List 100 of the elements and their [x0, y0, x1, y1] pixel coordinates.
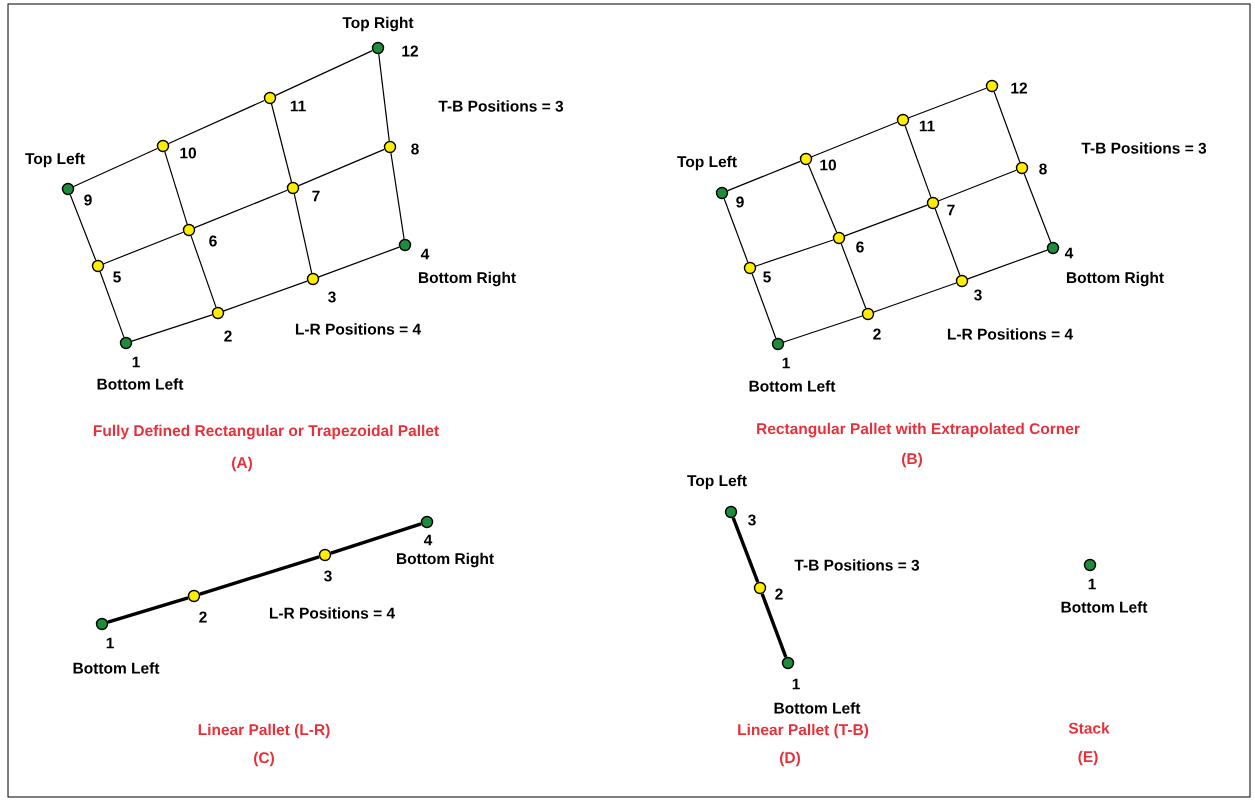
corner-label: Top Right	[342, 16, 414, 32]
grid-line	[938, 169, 1017, 202]
point-number: 2	[199, 611, 207, 623]
grid-line	[731, 517, 760, 583]
point-number: 10	[820, 159, 836, 171]
grid-line	[270, 103, 293, 183]
grid-line	[1023, 173, 1052, 243]
point-marker	[306, 272, 320, 286]
point-marker	[119, 336, 133, 350]
grid-line	[783, 315, 863, 343]
point-number: 8	[1039, 163, 1047, 175]
grid-line	[807, 164, 838, 233]
point-number: 7	[312, 190, 320, 202]
count-label: T-B Positions = 3	[438, 100, 564, 112]
grid-line	[103, 231, 184, 265]
corner-label: Bottom Left	[97, 378, 184, 390]
point-number: 4	[420, 248, 430, 260]
count-label: T-B Positions = 3	[1081, 142, 1207, 154]
point-marker	[861, 307, 875, 321]
corner-label: Bottom Left	[774, 702, 861, 714]
point-number: 10	[180, 147, 196, 159]
point-marker	[318, 548, 332, 562]
point-marker	[955, 274, 969, 288]
grid-line	[99, 271, 125, 338]
point-number: 3	[324, 570, 332, 582]
point-marker	[61, 182, 75, 196]
count-label: L-R Positions = 4	[269, 607, 395, 619]
point-marker	[1046, 241, 1060, 255]
corner-label: Bottom Left	[749, 380, 836, 392]
grid-line	[873, 282, 957, 313]
grid-line	[293, 193, 313, 274]
point-number: 9	[84, 194, 92, 206]
corner-label: Bottom Right	[1066, 271, 1164, 287]
point-marker	[286, 181, 300, 195]
point-marker	[91, 259, 105, 273]
point-number: 1	[1088, 578, 1096, 590]
count-label: L-R Positions = 4	[295, 323, 421, 335]
grid-line	[751, 273, 777, 339]
caption: Rectangular Pallet with Extrapolated Corner	[757, 422, 1080, 438]
grid-line	[904, 125, 932, 198]
grid-line	[223, 280, 308, 312]
grid-line	[934, 208, 961, 276]
grid-line	[811, 121, 898, 158]
point-marker	[211, 306, 225, 320]
point-marker	[985, 79, 999, 93]
grid-line	[993, 91, 1021, 163]
point-number: 7	[947, 204, 955, 216]
corner-label: Bottom Left	[1061, 601, 1148, 613]
caption: (B)	[902, 452, 922, 468]
corner-label: Bottom Right	[419, 271, 516, 287]
point-number: 3	[974, 289, 982, 301]
point-marker	[371, 41, 385, 55]
point-marker	[799, 152, 813, 166]
grid-line	[755, 239, 834, 267]
grid-line	[164, 151, 188, 225]
point-number: 5	[113, 271, 121, 283]
point-number: 3	[328, 291, 336, 303]
point-number: 5	[763, 271, 771, 283]
grid-line	[760, 593, 788, 658]
point-marker	[715, 186, 729, 200]
grid-line	[69, 194, 97, 261]
point-marker	[95, 617, 109, 631]
point-number: 2	[775, 588, 783, 600]
point-marker	[781, 656, 795, 670]
point-marker	[724, 505, 738, 519]
caption: (E)	[1078, 750, 1098, 766]
point-number: 1	[782, 357, 790, 369]
count-label: L-R Positions = 4	[947, 328, 1073, 340]
grid-line	[131, 314, 213, 342]
grid-line	[199, 555, 320, 596]
point-number: 12	[402, 45, 418, 57]
corner-label: Bottom Right	[396, 552, 494, 568]
caption: Linear Pallet (L-R)	[198, 723, 330, 739]
point-marker	[187, 589, 201, 603]
point-marker	[926, 196, 940, 210]
point-number: 1	[106, 637, 114, 649]
point-marker	[420, 515, 434, 529]
point-marker	[753, 581, 767, 595]
point-marker	[743, 261, 757, 275]
point-marker	[896, 113, 910, 127]
grid-line	[194, 189, 288, 229]
point-marker	[398, 238, 412, 252]
grid-line	[723, 198, 749, 263]
grid-line	[318, 246, 400, 278]
point-number: 1	[792, 678, 800, 690]
caption: Fully Defined Rectangular or Trapezoidal Pallet	[93, 424, 439, 440]
point-number: 3	[748, 514, 756, 526]
grid-line	[967, 249, 1048, 280]
grid-line	[844, 204, 928, 237]
corner-label: Top Left	[677, 155, 737, 171]
corner-label: Top Left	[687, 474, 747, 490]
grid-line	[73, 147, 158, 188]
grid-line	[275, 50, 373, 96]
caption: Stack	[1068, 722, 1110, 734]
caption: (A)	[232, 456, 252, 472]
point-marker	[1083, 558, 1097, 572]
point-number: 2	[873, 328, 881, 340]
point-number: 4	[1064, 247, 1074, 259]
point-marker	[771, 337, 785, 351]
point-number: 2	[224, 330, 232, 342]
